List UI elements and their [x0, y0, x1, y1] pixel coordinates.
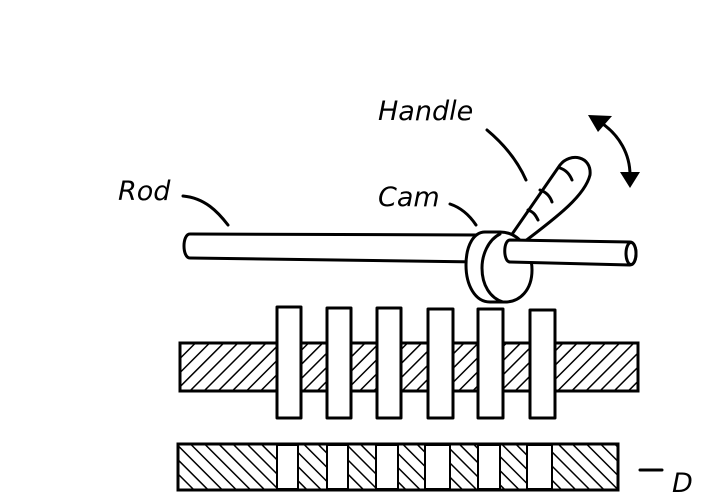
rotation-arrow — [600, 122, 630, 175]
pin — [327, 308, 351, 418]
rod-label: Rod — [118, 176, 171, 207]
handle-label: Handle — [378, 96, 473, 127]
pin — [478, 309, 503, 418]
slot — [527, 445, 552, 489]
pin — [377, 308, 401, 418]
cam-label: Cam — [378, 182, 440, 213]
arrowhead-down-icon — [620, 172, 640, 188]
slot — [376, 445, 398, 489]
rod — [184, 234, 480, 262]
pin — [530, 310, 555, 418]
rod-end — [505, 240, 636, 265]
slot — [425, 445, 450, 489]
slot — [327, 445, 348, 489]
pin — [277, 307, 301, 418]
rod-leader — [183, 196, 228, 225]
pin — [428, 309, 453, 418]
slot — [277, 445, 298, 489]
upper-plate — [180, 343, 638, 391]
rod-end-face — [626, 243, 636, 265]
d-label: D — [672, 468, 693, 499]
cam-leader — [450, 204, 476, 225]
slot — [478, 445, 500, 489]
handle-leader — [487, 130, 526, 180]
